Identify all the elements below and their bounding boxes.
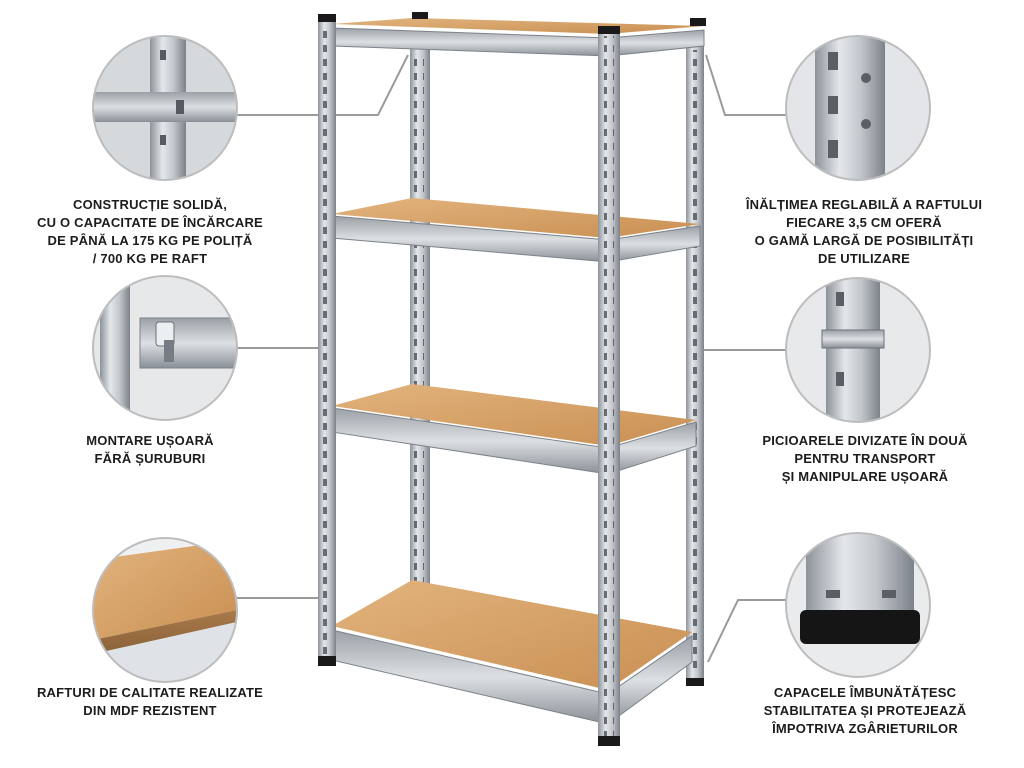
front-left-post-slots — [322, 26, 332, 656]
caption-height-line-1: Înălțimea reglabilă a raftului — [745, 197, 983, 212]
back-right-post-slots — [690, 50, 700, 675]
caption-height-line-4: de utilizare — [818, 251, 910, 266]
steel-shelving-unit — [318, 12, 706, 746]
foot-cap-front-right — [598, 736, 620, 746]
caption-construction-line-1: Construcție solidă, — [72, 197, 228, 212]
caption-mount-line-1: Montare ușoară — [86, 433, 214, 448]
caption-easy-mount: Montare ușoară fără șuruburi — [40, 432, 260, 468]
connector-line-caps — [707, 599, 786, 663]
caption-caps-line-3: împotriva zgârieturilor — [772, 721, 958, 736]
top-cap-front-right — [598, 26, 620, 34]
connector-line-construction — [237, 54, 409, 116]
top-cap-front-left — [318, 14, 336, 22]
boltless-hook-detail — [92, 275, 238, 421]
top-cap-back-right — [690, 18, 706, 26]
slot-pattern-detail — [785, 35, 931, 181]
caption-caps-line-1: Capacele îmbunătățesc — [773, 685, 957, 700]
mdf-board-detail — [92, 537, 238, 683]
caption-mdf-line-2: din MDF rezistent — [83, 703, 217, 718]
caption-construction-line-4: / 700 kg pe raft — [92, 251, 208, 266]
caption-adjustable-height: Înălțimea reglabilă a raftului fiecare 3… — [724, 196, 1004, 268]
caption-construction-line-3: de până la 175 kg pe poliță — [47, 233, 253, 248]
caption-construction: Construcție solidă, cu o capacitate de î… — [30, 196, 270, 268]
caption-construction-line-2: cu o capacitate de încărcare — [37, 215, 263, 230]
corner-joint-detail — [92, 35, 238, 181]
caption-mdf-shelves: Rafturi de calitate realizate din MDF re… — [20, 684, 280, 720]
caption-legs-line-2: pentru transport — [794, 451, 936, 466]
caption-mdf-line-1: Rafturi de calitate realizate — [36, 685, 264, 700]
back-left-post-slots — [414, 54, 424, 584]
foot-cap-front-left — [318, 656, 336, 666]
caption-legs-line-3: și manipulare ușoară — [781, 469, 949, 484]
caption-height-line-3: o gamă largă de posibilități — [754, 233, 974, 248]
caption-caps-line-2: stabilitatea și protejează — [763, 703, 967, 718]
connector-lines — [237, 54, 786, 663]
caption-mount-line-2: fără șuruburi — [94, 451, 206, 466]
caption-legs-line-1: Picioarele divizate în două — [762, 433, 968, 448]
foot-cap-back-right — [686, 678, 704, 686]
front-right-post-slots — [604, 36, 614, 736]
caption-protective-caps: Capacele îmbunătățesc stabilitatea și pr… — [730, 684, 1000, 738]
connector-line-height — [705, 54, 786, 116]
split-leg-detail — [785, 277, 931, 423]
caption-split-legs: Picioarele divizate în două pentru trans… — [730, 432, 1000, 486]
caption-height-line-2: fiecare 3,5 cm oferă — [786, 215, 942, 230]
rubber-cap-detail — [785, 532, 931, 678]
top-cap-back-left — [412, 12, 428, 19]
